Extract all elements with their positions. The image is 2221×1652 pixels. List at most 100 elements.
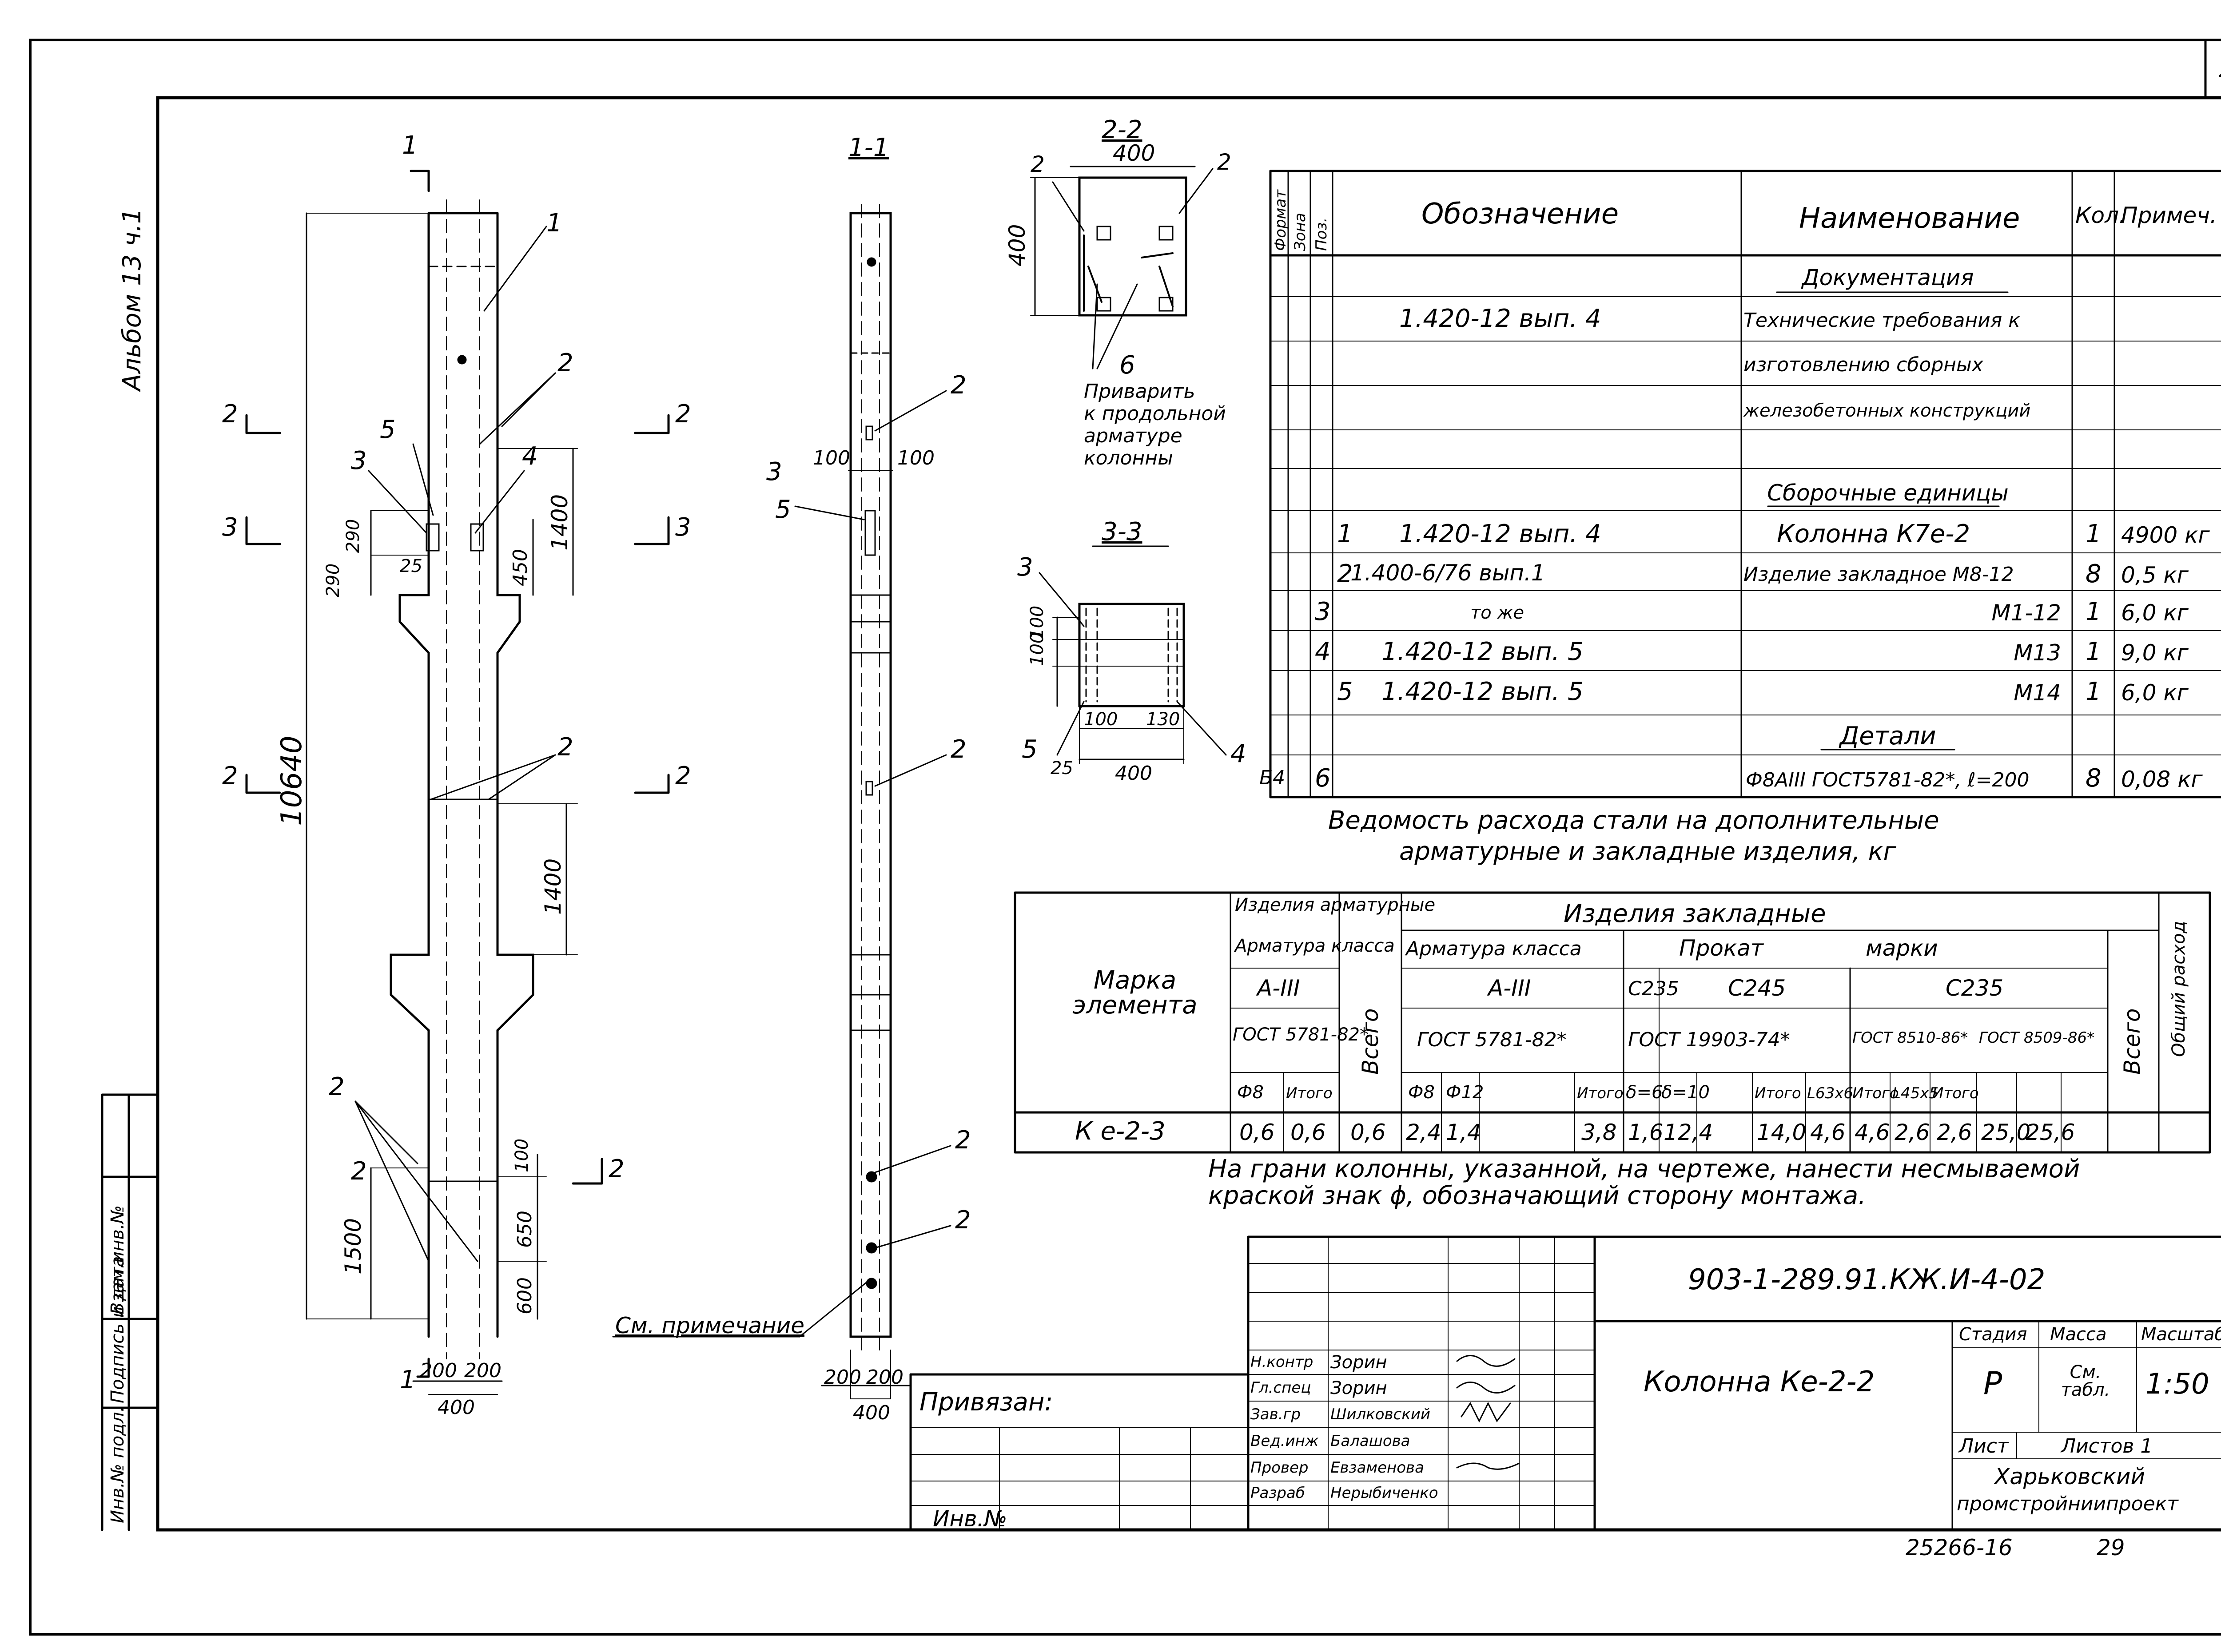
- spec-header-designation: Обозначение: [1421, 198, 1619, 230]
- tb-privyazan: Привязан:: [919, 1388, 1053, 1417]
- spec-pos: 6: [1315, 764, 1331, 793]
- weld-note: арматуре: [1084, 425, 1182, 447]
- dim-290: 290: [343, 519, 363, 553]
- steel-c235b: С235: [1946, 975, 2004, 1001]
- steel-value: 4,6: [1810, 1120, 1846, 1145]
- leader-label: 2: [329, 1072, 345, 1101]
- signer-role: Вед.инж: [1250, 1432, 1319, 1450]
- leader-label: 4: [1230, 739, 1246, 768]
- steel-sub: Ф8: [1408, 1082, 1435, 1103]
- spec-header-name: Наименование: [1799, 202, 2020, 235]
- steel-value: 25,0: [1981, 1120, 2031, 1145]
- steel-gost5: ГОСТ 8509-86*: [1979, 1029, 2095, 1047]
- section-mark: 2: [675, 400, 691, 429]
- steel-value: 1,6: [1628, 1120, 1664, 1145]
- steel-gost4: ГОСТ 8510-86*: [1852, 1029, 1968, 1047]
- spec-qty: 1: [2086, 637, 2102, 666]
- steel-c235a: С235: [1628, 977, 1679, 1000]
- tb-scale: 1:50: [2145, 1368, 2209, 1401]
- leader-label: 6: [1119, 351, 1135, 380]
- tb-scale-h: Масштаб: [2141, 1324, 2221, 1345]
- spec-pos: 5: [1337, 677, 1353, 706]
- section-mark: 2: [351, 1157, 367, 1186]
- bottom-page: 29: [2097, 1535, 2125, 1561]
- spec-pos: 2: [1337, 560, 1353, 588]
- album-label: Альбом 13 ч.1: [118, 208, 147, 391]
- dim-600: 600: [513, 1277, 536, 1314]
- spec-pos: 3: [1315, 597, 1331, 626]
- steel-sub: Итого: [1852, 1084, 1899, 1102]
- dim-200: 200: [464, 1359, 502, 1382]
- section-mark: 3: [222, 513, 238, 542]
- leader-label: 2: [1031, 151, 1045, 177]
- spec-pos: 4: [1315, 637, 1331, 666]
- spec-qty: 1: [2086, 597, 2102, 626]
- spec-cell: 1.420-12 вып. 4: [1399, 304, 1601, 333]
- weld-note: к продольной: [1084, 402, 1226, 425]
- leader-label: 2: [557, 349, 573, 377]
- steel-sub: Итого: [1755, 1084, 1801, 1102]
- tb-inv: Инв.№: [933, 1506, 1007, 1532]
- dim-25: 25: [400, 556, 422, 576]
- steel-sub: Итого: [1286, 1084, 1333, 1102]
- tb-sheets-h: Листов 1: [2061, 1435, 2153, 1457]
- spec-qty: 8: [2086, 764, 2102, 793]
- signer-role: Провер: [1250, 1459, 1309, 1477]
- steel-value: 25,6: [2026, 1120, 2075, 1145]
- leader-label: 2: [955, 1126, 971, 1155]
- dim-290: 290: [323, 563, 343, 597]
- section-mark: 1: [400, 1366, 416, 1394]
- steel-sub: δ=10: [1661, 1082, 1710, 1103]
- section-mark: 2: [222, 400, 238, 429]
- spec-header-pos: Поз.: [1313, 217, 1330, 251]
- steel-arm-class2: Арматура класса: [1406, 937, 1582, 960]
- spec-header-zone: Зона: [1291, 213, 1309, 251]
- spec-cell: 1.420-12 вып. 5: [1381, 677, 1584, 706]
- dim-450: 450: [509, 549, 532, 586]
- steel-sub: L45х5: [1892, 1084, 1938, 1102]
- spec-section: Детали: [1839, 722, 1936, 751]
- spec-note: 4900 кг: [2121, 522, 2210, 548]
- title-block-lines: [909, 1235, 2221, 1531]
- dim-400: 400: [853, 1402, 890, 1424]
- steel-a3: A-III: [1257, 975, 1300, 1001]
- steel-sub: Итого: [1577, 1084, 1624, 1102]
- steel-prokat: Прокат: [1679, 935, 1763, 961]
- dim-1400: 1400: [540, 858, 566, 915]
- leader-label: 3: [351, 446, 367, 475]
- steel-sub: δ=6: [1626, 1082, 1663, 1103]
- dim-650: 650: [513, 1211, 536, 1248]
- spec-cell: Ф8AIII ГОСТ5781-82*, ℓ=200: [1746, 769, 2030, 791]
- steel-sub: Ф8: [1237, 1082, 1264, 1103]
- leader-label: 1: [546, 209, 562, 238]
- dim-400: 400: [1113, 140, 1155, 166]
- spec-table-lines: [1269, 170, 2221, 798]
- signer-name: Евзаменова: [1330, 1459, 1424, 1477]
- section-mark: 3: [675, 513, 691, 542]
- spec-cell: Колонна К7e-2: [1777, 520, 1970, 548]
- dim-100: 100: [897, 447, 935, 469]
- steel-value: 0,6: [1239, 1120, 1275, 1145]
- dim-1400: 1400: [547, 494, 573, 551]
- dim-100: 100: [1084, 709, 1118, 730]
- drawing-code: 903-1-289.91.КЖ.И-4-02: [1688, 1263, 2046, 1296]
- leader-label: 4: [522, 442, 538, 471]
- spec-cell: изготовлению сборных: [1743, 353, 1983, 376]
- spec-qty: 1: [2086, 520, 2102, 548]
- dim-100: 100: [512, 1138, 532, 1172]
- steel-arm-class: Арматура класса: [1235, 936, 1395, 956]
- dim-400: 400: [1115, 762, 1152, 785]
- leader-label: 2: [955, 1206, 971, 1235]
- section-2-2: [1030, 166, 1214, 369]
- page-number: 28: [2219, 57, 2221, 82]
- steel-title: Ведомость расхода стали на дополнительны…: [1328, 806, 1939, 835]
- steel-sub: Итого: [1932, 1084, 1979, 1102]
- steel-table-lines: [1014, 891, 2211, 1154]
- spec-cell: то же: [1470, 603, 1524, 623]
- spec-note: 0,5 кг: [2121, 562, 2189, 588]
- mounting-note: На грани колонны, указанной, на чертеже,…: [1208, 1155, 2080, 1183]
- steel-title: арматурные и закладные изделия, кг: [1399, 837, 1896, 866]
- signer-name: Зорин: [1330, 1378, 1387, 1398]
- tb-mass-h: Масса: [2050, 1324, 2107, 1345]
- dim-400: 400: [438, 1396, 475, 1419]
